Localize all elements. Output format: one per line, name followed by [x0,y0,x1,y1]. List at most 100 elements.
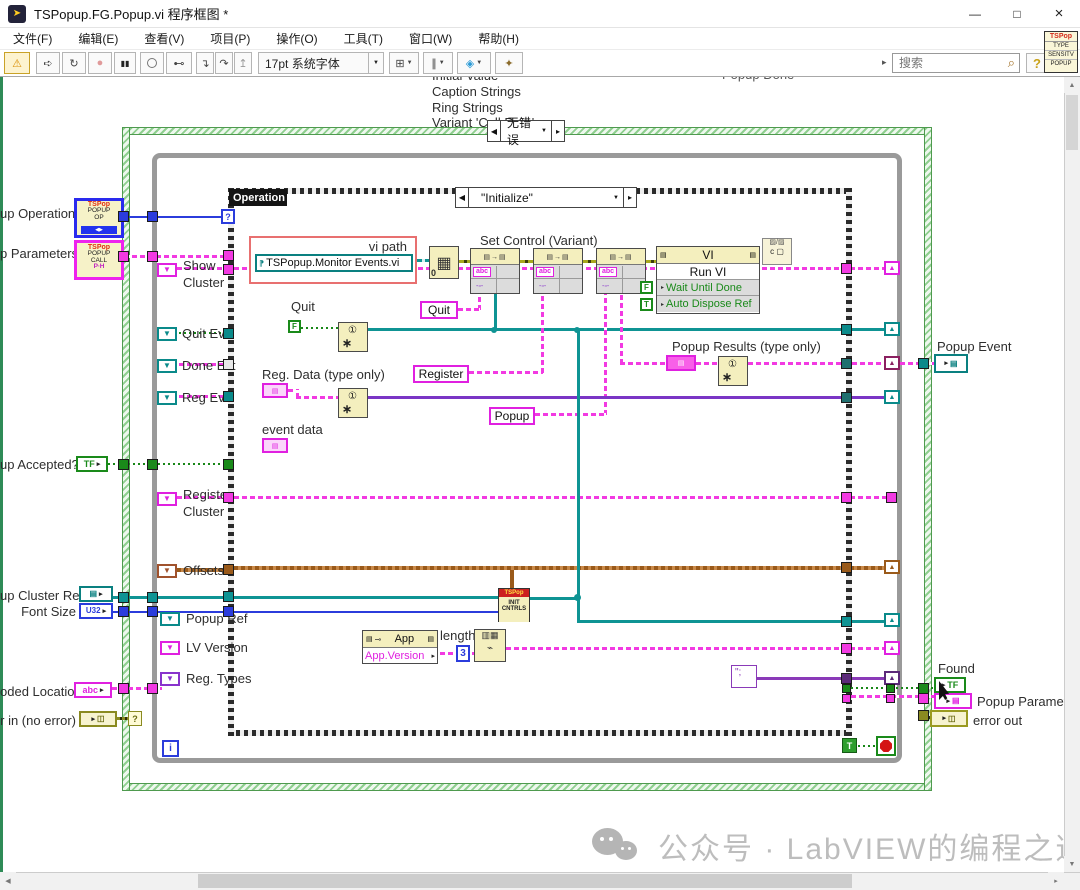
wire-quit-value[interactable] [494,294,497,331]
local-popup-ref[interactable]: ▼ [160,612,180,626]
tunnel[interactable] [223,359,234,370]
wire-semicolon[interactable] [757,677,888,680]
wire-coded-location[interactable] [112,687,162,690]
tunnel[interactable] [886,492,897,503]
horizontal-scroll-thumb[interactable] [198,874,852,888]
wire-vi-refnum[interactable] [520,260,533,263]
wire-vi-refnum[interactable] [583,260,596,263]
open-vi-reference-node[interactable]: ▦ [429,246,459,279]
menu-operate[interactable]: 操作(O) [276,32,318,46]
search-input[interactable] [893,56,1004,70]
menu-edit[interactable]: 编辑(E) [78,32,119,46]
vertical-scroll-thumb[interactable] [1066,95,1078,150]
error-in-terminal[interactable]: ▸◫ [79,711,117,727]
wire-register-cluster-pass[interactable] [234,496,888,499]
wire-offsets-branch[interactable] [510,570,514,588]
tunnel[interactable] [147,251,158,262]
tunnel[interactable] [223,459,234,470]
case-next-icon[interactable]: ▸ [623,188,636,207]
local-reg-evt[interactable]: ▼ [157,391,177,405]
tunnel[interactable] [918,358,929,369]
wire-cluster-ref-out[interactable] [577,620,888,623]
step-out-button[interactable]: ↥ [234,52,252,74]
menu-window[interactable]: 窗口(W) [408,32,453,46]
tunnel[interactable] [842,694,851,703]
tunnel[interactable] [841,492,852,503]
scroll-left-icon[interactable]: ◀ [0,872,16,890]
tunnel[interactable] [118,251,129,262]
string-subset-node[interactable]: ▥▦ ⌁ [474,629,506,662]
tunnel[interactable] [918,693,929,704]
init-cntrls-subvi[interactable]: TSPop INIT CNTRLS [498,588,530,622]
cleanup-diagram-button[interactable]: ✦ [495,52,523,74]
tunnel[interactable] [147,211,158,222]
true-constant[interactable]: T [640,298,653,311]
tunnel[interactable] [147,459,158,470]
loop-true-constant[interactable]: T [842,738,857,753]
register-string-constant[interactable]: Register [413,365,469,383]
menu-project[interactable]: 项目(P) [210,32,251,46]
wire-done-evt[interactable] [179,363,223,366]
local-reg-types[interactable]: ▼ [160,672,180,686]
highlight-execution-icon[interactable] [140,52,164,74]
popup-string-constant[interactable]: Popup [489,407,535,425]
tunnel[interactable] [118,459,129,470]
wire-popup-name[interactable] [604,294,607,415]
tunnel[interactable] [918,710,929,721]
loop-condition-terminal[interactable] [876,736,896,756]
case-prev-icon[interactable]: ◀ [456,188,469,207]
tunnel[interactable] [841,616,852,627]
operation-case-border-right[interactable] [846,188,852,736]
search-expand-icon[interactable]: ▸ [882,57,887,67]
case-prev-icon[interactable]: ◀ [488,121,501,141]
wire-quit-name[interactable] [478,294,481,310]
property-app-version[interactable]: App.Version ▸ [363,648,437,664]
wire-reg-data[interactable] [296,389,299,398]
error-case-selector[interactable]: ◀ 无错误▼ ▸ [487,116,565,147]
tunnel[interactable] [886,684,895,693]
popup-operation-terminal[interactable]: TSPop POPUP OP ◀▶ [74,198,124,238]
vi-icon[interactable]: TSPop TYPE SENSITV POPUP [1044,31,1078,73]
popup-event-indicator[interactable]: ▸▤ [934,354,968,373]
shift-register[interactable]: ▲ [884,613,900,627]
distribute-objects-button[interactable]: ∥▼ [423,52,453,74]
local-register-cluster[interactable]: ▼ [157,492,177,506]
wire-offsets-pass[interactable] [234,566,888,570]
align-objects-button[interactable]: ⊞▼ [389,52,419,74]
menu-file[interactable]: 文件(F) [13,32,53,46]
scroll-down-icon[interactable]: ▼ [1064,856,1080,872]
local-show-cluster[interactable]: ▼ [157,263,177,277]
font-size-terminal[interactable]: U32▸ [79,603,113,619]
retain-wire-values-button[interactable]: ⊷ [166,52,192,74]
create-user-event-node-popup[interactable]: ①∗ [718,356,748,386]
wire-reg-data[interactable] [296,396,338,399]
wire-quit-evt[interactable] [179,332,223,334]
tunnel[interactable] [841,673,852,684]
false-constant[interactable]: F [640,281,653,294]
run-button[interactable]: ➪ [36,52,60,74]
local-done-evt[interactable]: ▼ [157,359,177,373]
shift-register[interactable]: ▲ [884,322,900,336]
vi-path-string[interactable]: ⁋ TSPopup.Monitor Events.vi [255,254,413,272]
tunnel[interactable] [841,643,852,654]
tunnel[interactable] [841,358,852,369]
wire-quit-false[interactable] [301,327,338,329]
local-offsets[interactable]: ▼ [157,564,177,578]
warning-icon[interactable]: ⚠ [4,52,30,74]
popup-cluster-ref-terminal[interactable]: ▤▸ [79,586,113,602]
tunnel[interactable] [841,392,852,403]
wire-popup-results[interactable] [620,362,666,365]
wire-error-in[interactable] [117,717,128,720]
local-quit-evt[interactable]: ▼ [157,327,177,341]
wire-font-size[interactable] [113,611,498,613]
enum-tunnel[interactable]: ? [221,209,235,224]
shift-register[interactable]: ▲ [884,641,900,655]
semicolon-string-constant[interactable]: "; [731,665,757,688]
length-constant[interactable]: 3 [456,645,470,662]
menu-help[interactable]: 帮助(H) [478,32,519,46]
popup-parameters-terminal[interactable]: TSPop POPUP CALL P∙H [74,240,124,280]
font-selector[interactable]: 17pt 系统字体 ▼ [258,52,384,74]
tunnel[interactable] [841,562,852,573]
popup-accepted-terminal[interactable]: TF▸ [76,456,108,472]
create-user-event-node-quit[interactable]: ①∗ [338,322,368,352]
